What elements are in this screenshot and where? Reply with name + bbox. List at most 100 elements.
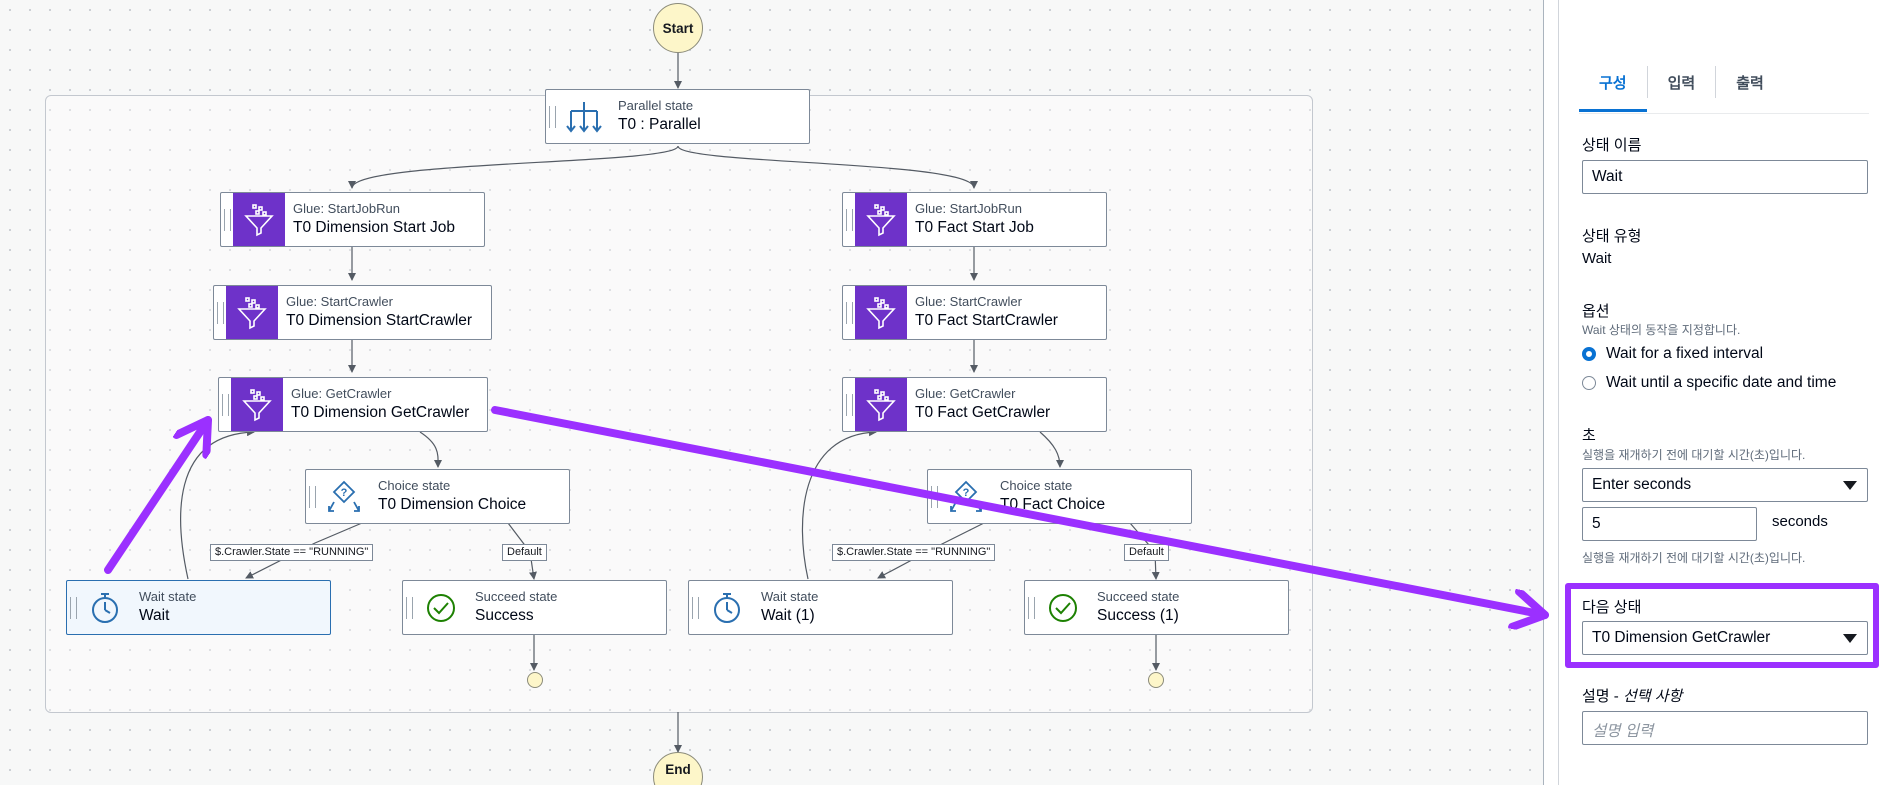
tabs-divider <box>1579 113 1869 114</box>
node-name: Wait <box>139 607 170 624</box>
state-name-input[interactable]: Wait <box>1582 160 1868 194</box>
drag-handle[interactable] <box>843 378 855 431</box>
glue-funnel-icon <box>855 286 907 339</box>
tab-output[interactable]: 출력 <box>1736 75 1764 92</box>
stopwatch-icon <box>79 581 131 634</box>
end-marker <box>527 672 543 688</box>
drag-handle[interactable] <box>221 193 233 246</box>
svg-text:?: ? <box>963 487 970 499</box>
stopwatch-icon <box>701 581 753 634</box>
next-state-highlight <box>1565 583 1879 668</box>
drag-handle[interactable] <box>67 581 79 634</box>
node-t0-dimension-choice[interactable]: ? Choice state T0 Dimension Choice <box>305 469 570 524</box>
radio-checked-icon[interactable] <box>1582 347 1596 361</box>
end-node[interactable]: End <box>653 752 703 785</box>
edge-label-running[interactable]: $.Crawler.State == "RUNNING" <box>210 544 374 561</box>
node-t0-fact-getcrawler[interactable]: Glue: GetCrawler T0 Fact GetCrawler <box>842 377 1107 432</box>
description-label-text: 설명 - <box>1582 688 1623 705</box>
description-input[interactable]: 설명 입력 <box>1582 711 1868 745</box>
node-name: T0 Dimension StartCrawler <box>286 312 473 329</box>
state-type-label: 상태 유형 <box>1582 228 1642 245</box>
check-circle-icon <box>1037 581 1089 634</box>
options-label: 옵션 <box>1582 303 1610 320</box>
caret-down-icon <box>1843 481 1857 490</box>
node-t0-dimension-start-job[interactable]: Glue: StartJobRun T0 Dimension Start Job <box>220 192 485 247</box>
drag-handle[interactable] <box>843 286 855 339</box>
drag-handle[interactable] <box>403 581 415 634</box>
node-name: T0 Fact Start Job <box>915 219 1034 236</box>
drag-handle[interactable] <box>928 470 940 523</box>
drag-handle[interactable] <box>219 378 231 431</box>
node-type: Wait state <box>761 589 819 604</box>
node-name: Success <box>475 607 534 624</box>
seconds-unit: seconds <box>1772 513 1828 530</box>
drag-handle[interactable] <box>843 193 855 246</box>
radio-unchecked-icon[interactable] <box>1582 376 1596 390</box>
node-name: T0 Fact GetCrawler <box>915 404 1051 421</box>
drag-handle[interactable] <box>546 90 558 143</box>
node-name: T0 Fact StartCrawler <box>915 312 1058 329</box>
check-circle-icon <box>415 581 467 634</box>
end-marker <box>1148 672 1164 688</box>
node-type: Choice state <box>378 478 451 493</box>
tab-config[interactable]: 구성 <box>1579 62 1647 112</box>
seconds-mode-select[interactable]: Enter seconds <box>1582 468 1868 502</box>
next-state-label: 다음 상태 <box>1582 599 1642 616</box>
select-value: T0 Dimension GetCrawler <box>1592 629 1771 646</box>
start-node[interactable]: Start <box>653 3 703 53</box>
seconds-description: 실행을 재개하기 전에 대기할 시간(초)입니다. <box>1582 448 1806 462</box>
tab-input[interactable]: 입력 <box>1667 75 1696 92</box>
node-type: Choice state <box>1000 478 1073 493</box>
svg-text:?: ? <box>341 487 348 499</box>
node-t0-fact-start-job[interactable]: Glue: StartJobRun T0 Fact Start Job <box>842 192 1107 247</box>
node-name: Wait (1) <box>761 607 815 624</box>
node-name: T0 Dimension Choice <box>378 496 527 513</box>
radio-label: Wait until a specific date and time <box>1606 374 1837 391</box>
drag-handle[interactable] <box>689 581 701 634</box>
node-type: Glue: StartCrawler <box>915 294 1022 309</box>
node-type: Glue: GetCrawler <box>915 386 1016 401</box>
seconds-input[interactable]: 5 <box>1582 507 1757 541</box>
node-type: Glue: StartJobRun <box>293 201 400 216</box>
node-type: Glue: GetCrawler <box>291 386 392 401</box>
edge-label-default[interactable]: Default <box>1124 544 1169 561</box>
parallel-icon <box>558 90 610 143</box>
select-value: Enter seconds <box>1592 476 1692 493</box>
edge-label-running[interactable]: $.Crawler.State == "RUNNING" <box>832 544 996 561</box>
node-name: T0 Fact Choice <box>1000 496 1106 513</box>
panel-resize-handle[interactable] <box>1543 0 1560 785</box>
glue-funnel-icon <box>233 193 285 246</box>
radio-specific-date[interactable]: Wait until a specific date and time <box>1582 374 1836 392</box>
drag-handle[interactable] <box>214 286 226 339</box>
options-description: Wait 상태의 동작을 지정합니다. <box>1582 323 1741 337</box>
seconds-help: 실행을 재개하기 전에 대기할 시간(초)입니다. <box>1582 551 1806 565</box>
description-label: 설명 - 선택 사항 <box>1582 685 1682 706</box>
tab-separator <box>1715 66 1717 98</box>
drag-handle[interactable] <box>1025 581 1037 634</box>
glue-funnel-icon <box>855 193 907 246</box>
node-t0-fact-choice[interactable]: ? Choice state T0 Fact Choice <box>927 469 1192 524</box>
node-name: T0 Dimension Start Job <box>293 219 455 236</box>
drag-handle[interactable] <box>306 470 318 523</box>
node-t0-fact-startcrawler[interactable]: Glue: StartCrawler T0 Fact StartCrawler <box>842 285 1107 340</box>
node-type: Parallel state <box>618 98 694 113</box>
node-type: Glue: StartJobRun <box>915 201 1022 216</box>
node-name: Success (1) <box>1097 607 1179 624</box>
next-state-select[interactable]: T0 Dimension GetCrawler <box>1582 621 1868 655</box>
caret-down-icon <box>1843 634 1857 643</box>
edge-label-default[interactable]: Default <box>502 544 547 561</box>
inspector-panel: 구성 입력 출력 상태 이름 Wait 상태 유형 Wait 옵션 Wait 상… <box>1559 0 1892 785</box>
radio-fixed-interval[interactable]: Wait for a fixed interval <box>1582 345 1763 363</box>
seconds-label: 초 <box>1582 427 1596 444</box>
node-type: Wait state <box>139 589 197 604</box>
node-type: Succeed state <box>1097 589 1180 604</box>
description-optional: 선택 사항 <box>1622 688 1683 705</box>
